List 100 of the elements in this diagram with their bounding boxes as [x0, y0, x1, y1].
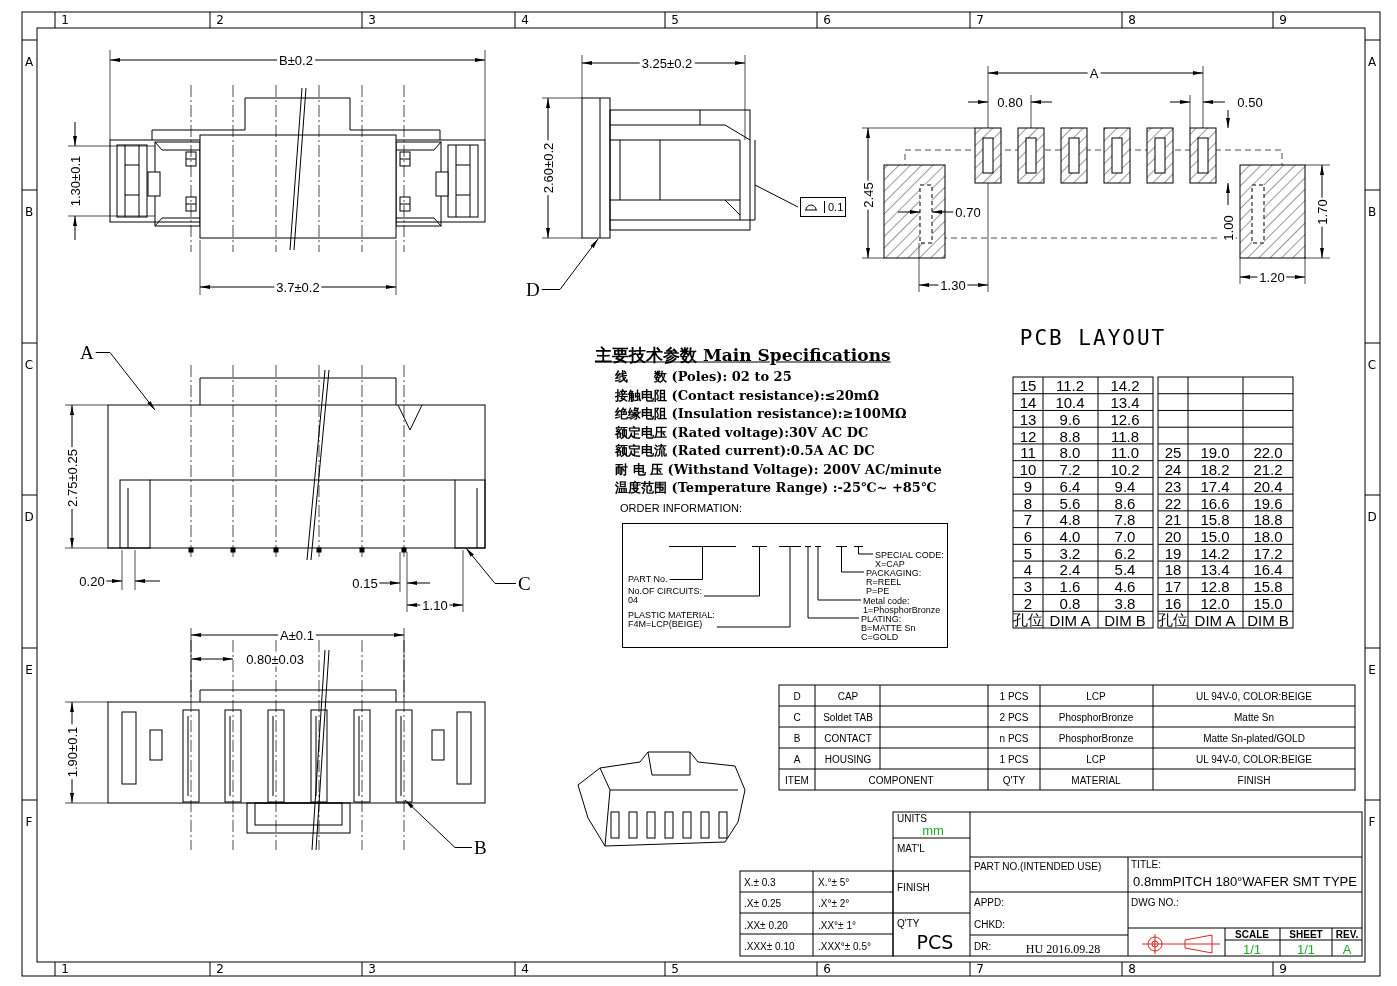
grid-reference: C: [24, 358, 34, 372]
table-value: PhosphorBronze: [1058, 711, 1134, 722]
table-value: 12.8: [1200, 577, 1230, 595]
table-value: 17.4: [1200, 477, 1230, 495]
table-value: 1 PCS: [999, 753, 1029, 764]
order-field-value: B=MATTE Sn: [861, 624, 916, 633]
grid-reference: A: [24, 55, 34, 69]
table-value: 5.4: [1114, 560, 1136, 578]
table-value: 11: [1020, 443, 1036, 461]
grid-reference: 8: [1128, 962, 1136, 976]
table-value: UL 94V-0, COLOR:BEIGE: [1196, 690, 1312, 701]
leader-line: [404, 799, 473, 848]
grid-reference: B: [24, 205, 34, 219]
leader-line: [807, 546, 860, 619]
table-value: 15: [1019, 376, 1037, 394]
spec-line: 线 数 (Poles): 02 to 25: [615, 368, 792, 386]
table-value: 4: [1023, 560, 1033, 578]
table-value: 12: [1019, 427, 1037, 445]
title-block-text: 1/1: [1296, 941, 1316, 957]
table-value: UL 94V-0, COLOR:BEIGE: [1196, 753, 1312, 764]
title-block-text: TITLE:: [1131, 858, 1161, 870]
title-block-text: 0.8mmPITCH 180°WAFER SMT TYPE: [1133, 873, 1357, 889]
title-block-text: A: [1342, 941, 1352, 957]
grid-reference: A: [1367, 55, 1377, 69]
table-value: 15.8: [1200, 510, 1230, 528]
table-value: 13: [1019, 410, 1037, 428]
grid-reference: 9: [1279, 13, 1287, 27]
table-value: 15.8: [1253, 577, 1283, 595]
table-value: 18.2: [1200, 460, 1230, 478]
grid-reference: F: [25, 815, 33, 829]
table-value: 15.0: [1200, 527, 1230, 545]
tolerance-frame: [800, 197, 846, 217]
table-value: 8.8: [1059, 427, 1081, 445]
title-block-text: SHEET: [1289, 928, 1323, 940]
front-view-drawing: [107, 364, 486, 561]
table-value: 17.2: [1253, 544, 1283, 562]
table-value: 14: [1019, 393, 1037, 411]
table-value: 2: [1023, 594, 1033, 612]
table-value: 8: [1023, 494, 1033, 511]
grid-reference: 5: [671, 13, 679, 27]
order-field-label: PLASTIC MATERIAL:: [628, 611, 715, 620]
table-value: 19.6: [1253, 494, 1283, 511]
table-value: 12.6: [1110, 410, 1140, 428]
order-field-label: SPECIAL CODE:: [875, 551, 944, 560]
order-field-label: PART No.: [628, 575, 668, 584]
table-value: 19: [1164, 544, 1182, 562]
table-value: 14.2: [1200, 544, 1230, 562]
title-block-text: MAT'L: [897, 842, 925, 854]
table-value: 3.2: [1059, 544, 1081, 562]
table-value: 11.8: [1110, 427, 1140, 445]
title-block-text: .XX± 0.20: [744, 919, 788, 931]
grid-reference: 3: [368, 13, 376, 27]
grid-reference: D: [24, 510, 34, 524]
table-value: 3.8: [1114, 594, 1136, 612]
leader-line: [858, 546, 874, 555]
order-field-label: No.OF CIRCUITS:: [628, 587, 702, 596]
title-block-text: REV.: [1335, 928, 1359, 940]
table-value: 12.0: [1200, 594, 1230, 612]
table-value: Matte Sn-plated/GOLD: [1203, 732, 1305, 743]
table-value: 8.0: [1059, 443, 1081, 461]
leader-line: [465, 547, 517, 584]
table-value: 24: [1164, 460, 1182, 478]
section-heading: 主要技术参数 Main Specifications: [595, 343, 891, 367]
grid-reference: 4: [521, 13, 529, 27]
grid-reference: F: [1368, 815, 1376, 829]
table-value: C: [793, 711, 801, 722]
table-value: 18: [1164, 560, 1182, 578]
table-value: 7: [1023, 510, 1033, 528]
leader-line: [817, 546, 862, 601]
table-value: 16.4: [1253, 560, 1283, 578]
table-value: CAP: [837, 690, 859, 701]
leader-line: [703, 546, 760, 597]
spec-line: 额定电流 (Rated current):0.5A AC DC: [615, 442, 875, 460]
grid-reference: 4: [521, 962, 529, 976]
table-value: 3: [1023, 577, 1033, 595]
table-value: 19.0: [1200, 443, 1230, 461]
title-block-text: UNITS: [897, 812, 927, 824]
leader-line: [754, 184, 799, 208]
table-value: DIM B: [1104, 611, 1146, 629]
table-value: Q'TY: [1002, 774, 1026, 785]
table-value: 9.4: [1114, 477, 1136, 495]
table-value: 16: [1164, 594, 1182, 612]
grid-reference: E: [25, 663, 33, 677]
dimension-label: 1.00: [1220, 213, 1236, 243]
table-value: B: [793, 732, 801, 743]
callout-letter: C: [518, 574, 531, 593]
grid-reference: C: [1367, 358, 1377, 372]
spec-line: 耐 电 压 (Withstand Voltage): 200V AC/minute: [615, 460, 942, 479]
title-block-text: X.± 0.3: [744, 876, 776, 888]
table-value: 21: [1164, 510, 1182, 528]
table-value: DIM B: [1247, 611, 1289, 629]
table-value: FINISH: [1237, 774, 1271, 785]
table-value: 孔位: [1013, 610, 1043, 630]
title-block-text: X.°± 5°: [818, 876, 850, 888]
table-value: 22: [1164, 494, 1182, 511]
table-value: LCP: [1086, 690, 1106, 701]
table-value: 8.6: [1114, 494, 1136, 511]
table-value: LCP: [1086, 753, 1106, 764]
table-value: MATERIAL: [1071, 774, 1121, 785]
leader-line: [541, 238, 599, 290]
